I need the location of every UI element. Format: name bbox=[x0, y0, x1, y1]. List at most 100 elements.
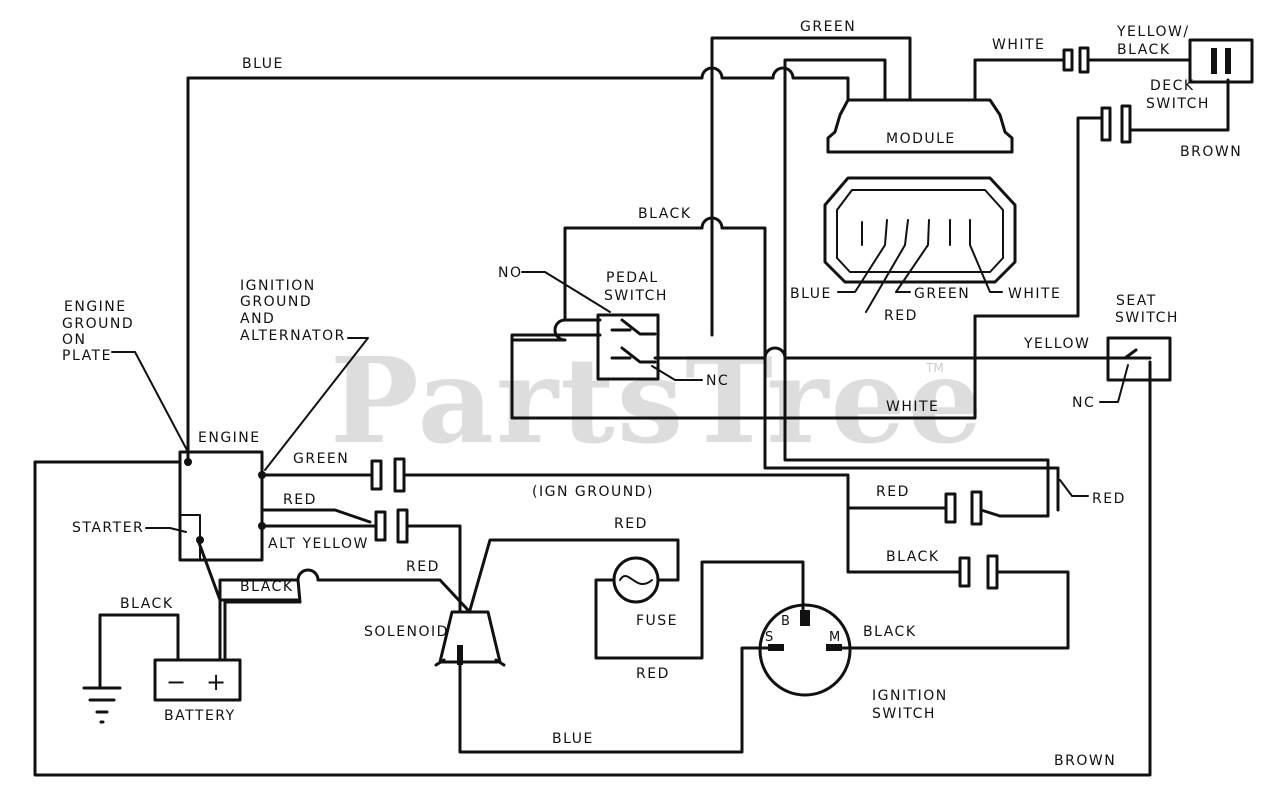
wire-red-battery bbox=[223, 578, 302, 662]
module bbox=[826, 98, 1014, 154]
label-engine-ground-2: GROUND bbox=[62, 316, 134, 332]
label-red-solenoid: RED bbox=[406, 559, 440, 575]
wire-module-top-2 bbox=[783, 58, 887, 442]
label-black-engine: BLACK bbox=[240, 579, 294, 595]
deck-switch-blade-left bbox=[1211, 48, 1217, 74]
label-term-b: B bbox=[781, 614, 791, 629]
label-seat-switch-2: SWITCH bbox=[1115, 310, 1179, 326]
wire-red-right-2 bbox=[763, 458, 1060, 512]
deck-switch-blade-right bbox=[1225, 48, 1231, 74]
connector-green-engine bbox=[363, 457, 417, 493]
label-green-engine: GREEN bbox=[293, 451, 349, 467]
wire-green-top bbox=[710, 36, 912, 337]
label-pedal-switch-2: SWITCH bbox=[604, 288, 668, 304]
ignition-terminal-s bbox=[768, 644, 784, 651]
label-black-battery: BLACK bbox=[120, 596, 174, 612]
label-ign-alt-2: GROUND bbox=[240, 294, 312, 310]
battery bbox=[153, 658, 242, 702]
wire-red-fuse-top bbox=[468, 538, 680, 612]
pedal-switch-contact-nc bbox=[610, 346, 657, 364]
module-connector-inner bbox=[836, 189, 1004, 273]
label-term-m: M bbox=[829, 630, 841, 645]
label-deck-switch-1: DECK bbox=[1150, 78, 1195, 94]
pin-green-label: GREEN bbox=[914, 286, 970, 302]
label-no: NO bbox=[498, 265, 523, 281]
label-red-right-2: RED bbox=[1092, 491, 1126, 507]
label-brown-bottom: BROWN bbox=[1054, 753, 1116, 769]
label-ign-switch-2: SWITCH bbox=[872, 706, 936, 722]
fuse-icon bbox=[619, 575, 653, 586]
module-label: MODULE bbox=[886, 131, 956, 147]
wire-red-engine bbox=[261, 508, 372, 524]
watermark: PartsTree bbox=[330, 331, 985, 470]
label-ign-alt-3: AND bbox=[240, 311, 275, 327]
label-red-engine: RED bbox=[283, 492, 317, 508]
ign-ground-leader bbox=[264, 337, 369, 471]
label-engine-ground-1: ENGINE bbox=[64, 299, 127, 315]
solenoid bbox=[438, 610, 502, 664]
label-deck-switch-2: SWITCH bbox=[1146, 96, 1210, 112]
label-black-pedal: BLACK bbox=[638, 206, 692, 222]
pedal-switch bbox=[596, 313, 660, 381]
pedal-switch-contact-no bbox=[610, 318, 657, 336]
label-yellow-black-2: BLACK bbox=[1117, 42, 1171, 58]
connector-pins bbox=[837, 219, 1003, 313]
seat-switch-contact bbox=[1123, 348, 1152, 360]
label-ign-ground: (IGN GROUND) bbox=[532, 484, 654, 500]
pedal-no-leader bbox=[521, 271, 611, 313]
label-ign-switch-1: IGNITION bbox=[872, 688, 948, 704]
connector-white-deck bbox=[1053, 46, 1107, 74]
engine-ground-point bbox=[184, 458, 192, 466]
pin-red-label: RED bbox=[884, 308, 918, 324]
wire-red-solenoid-a bbox=[418, 524, 462, 612]
ignition-switch bbox=[758, 603, 852, 697]
seat-nc-leader bbox=[1099, 364, 1129, 403]
connector-red-right bbox=[938, 490, 1002, 526]
label-black-right: BLACK bbox=[886, 549, 940, 565]
engine-ground-leader bbox=[111, 351, 189, 453]
starter-point bbox=[196, 536, 204, 544]
label-pedal-switch-1: PEDAL bbox=[606, 270, 659, 286]
wire-black-ign bbox=[828, 570, 1070, 650]
deck-switch bbox=[1188, 38, 1254, 84]
ignition-terminal-m bbox=[826, 644, 842, 651]
label-yellow-black-1: YELLOW/ bbox=[1116, 24, 1190, 40]
red-right-leader bbox=[1059, 479, 1089, 497]
label-alt-yellow: ALT YELLOW bbox=[268, 536, 369, 552]
wire-yellow-seat bbox=[653, 346, 1127, 360]
label-red-fuse-bottom: RED bbox=[636, 666, 670, 682]
solenoid-mount bbox=[434, 658, 506, 667]
label-ign-alt-4: ALTERNATOR bbox=[240, 328, 346, 344]
connector-alt-yellow bbox=[368, 508, 422, 544]
label-battery: BATTERY bbox=[164, 708, 236, 724]
wire-black-pedal bbox=[563, 216, 767, 462]
label-blue-bottom: BLUE bbox=[552, 731, 594, 747]
connector-black-right bbox=[953, 554, 1007, 590]
wire-blue-top bbox=[186, 66, 850, 462]
label-black-ign: BLACK bbox=[863, 624, 917, 640]
starter-leader bbox=[145, 527, 187, 533]
label-ign-alt-1: IGNITION bbox=[240, 278, 316, 294]
wire-black-ground bbox=[98, 613, 180, 690]
wire-red-right bbox=[783, 438, 1050, 518]
wire-brown-bottom bbox=[33, 360, 1152, 777]
label-yellow-seat: YELLOW bbox=[1023, 336, 1090, 352]
pin-blue-label: BLUE bbox=[790, 286, 832, 302]
label-green-top: GREEN bbox=[800, 19, 856, 35]
label-starter: STARTER bbox=[72, 520, 144, 536]
label-term-s: S bbox=[765, 630, 774, 645]
label-brown-deck: BROWN bbox=[1180, 144, 1242, 160]
wire-red-fuse-bottom bbox=[594, 560, 805, 660]
seat-switch bbox=[1106, 336, 1172, 382]
ignition-ground-point bbox=[258, 471, 266, 479]
label-fuse: FUSE bbox=[636, 613, 678, 629]
label-white-mid: WHITE bbox=[886, 399, 939, 415]
wire-pedal-left bbox=[510, 318, 602, 342]
label-engine-ground-3: ON bbox=[62, 332, 87, 348]
pin-white-label: WHITE bbox=[1008, 286, 1061, 302]
wire-brown-deck bbox=[1143, 78, 1230, 132]
solenoid-terminal bbox=[457, 645, 463, 665]
fuse bbox=[612, 556, 660, 604]
engine bbox=[178, 450, 264, 562]
